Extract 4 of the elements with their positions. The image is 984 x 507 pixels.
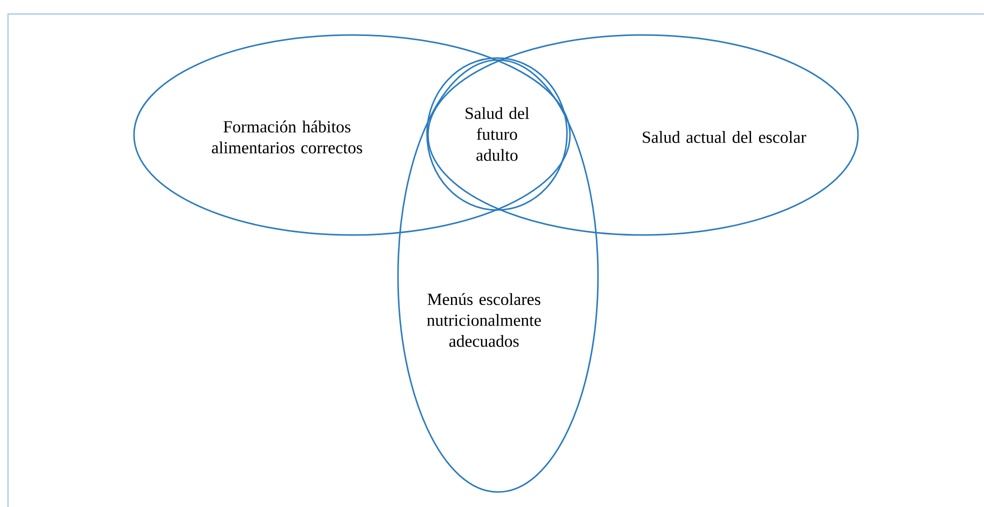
ellipse-label: Menús escolares nutricionalmente adecuados (427, 293, 541, 347)
ellipse-label: Salud del futuro adulto (466, 107, 530, 161)
ellipse-label: Formación hábitos alimentarios correctos (212, 120, 362, 154)
ellipse-label: Salud actual del escolar (642, 131, 806, 143)
